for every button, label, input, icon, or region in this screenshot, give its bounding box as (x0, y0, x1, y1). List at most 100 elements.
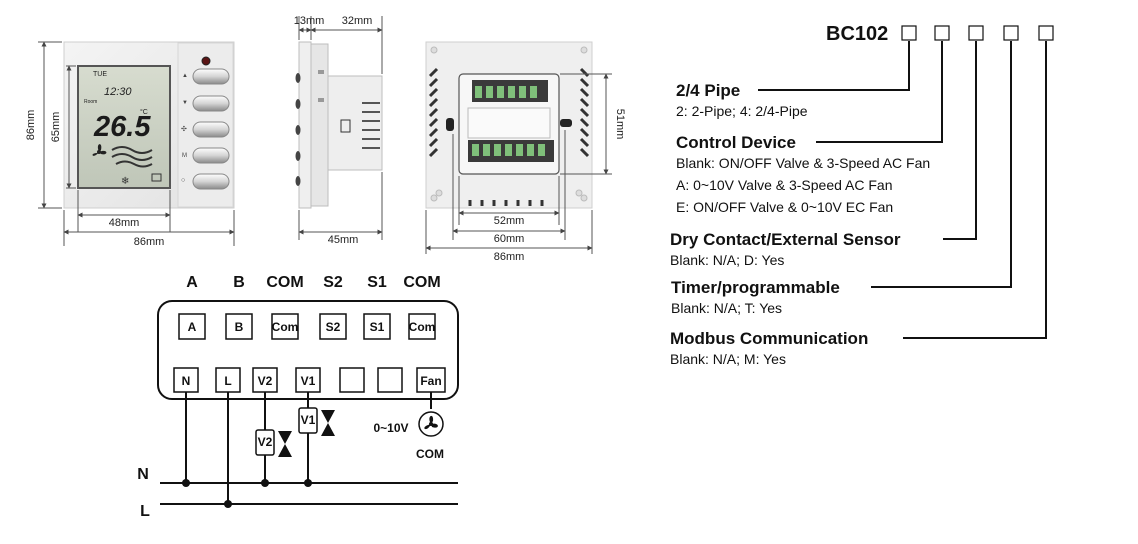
mounting-slot-left (446, 118, 454, 131)
leader-lines (758, 41, 1047, 339)
back-vents-left (428, 67, 439, 158)
model-code: BC102 (826, 23, 888, 45)
top-terminal-1: B (225, 313, 253, 340)
leader-line-2 (943, 41, 977, 240)
power-small-icon: ○ (181, 177, 185, 184)
valve-v2-label: V2 (258, 435, 273, 449)
leader-line-3 (871, 41, 1012, 288)
side-middle-plate (310, 43, 329, 207)
front-width-dim: 86mm (134, 236, 165, 248)
fan-speed-button[interactable]: ✣ (181, 121, 230, 138)
lcd-room-label: Room (84, 99, 97, 105)
lcd-day: TUE (93, 71, 107, 78)
option-desc-0-0: 2: 2-Pipe; 4: 2/4-Pipe (676, 103, 808, 119)
side-vents (362, 102, 380, 149)
lcd-temperature: 26.5 (93, 111, 151, 143)
airflow-waves-icon (111, 146, 153, 168)
bottom-terminal-1: L (215, 367, 241, 393)
mode-button[interactable]: M (182, 147, 230, 164)
front-height-dim: 86mm (25, 110, 37, 141)
option-0: 2/4 Pipe 2: 2-Pipe; 4: 2/4-Pipe (676, 81, 808, 119)
terminal-name-2: COM (266, 274, 303, 291)
option-desc-3-0: Blank: N/A; T: Yes (671, 300, 782, 316)
lcd-width-dim: 48mm (109, 217, 140, 229)
fan-motor-icon (424, 415, 438, 430)
side-width-dim: 45mm (328, 234, 359, 246)
code-slot-4 (1038, 25, 1054, 41)
ordering-info: BC102 2/4 Pipe 2: 2-Pipe; 4: 2/4-PipeCont… (670, 23, 1054, 367)
option-desc-4-0: Blank: N/A; M: Yes (670, 351, 786, 367)
front-buttons: ▲ ▼ ✣ M ○ (181, 68, 230, 190)
fan-motor: 0~10V COM (373, 411, 444, 461)
option-desc-1-2: E: ON/OFF Valve & 0~10V EC Fan (676, 199, 893, 215)
side-front-plate (298, 41, 312, 209)
power-button[interactable]: ○ (181, 173, 230, 190)
lcd-screen (77, 65, 171, 189)
back-outer-dim: 86mm (494, 251, 525, 263)
option-desc-1-1: A: 0~10V Valve & 3-Speed AC Fan (676, 177, 893, 193)
option-title-3: Timer/programmable (671, 278, 840, 297)
code-slot-0 (901, 25, 917, 41)
leader-line-4 (903, 41, 1047, 339)
option-title-2: Dry Contact/External Sensor (670, 230, 901, 249)
back-vertical-dim: 51mm (614, 109, 626, 140)
fan-small-icon: ✣ (181, 125, 187, 133)
bottom-terminal-3: V1 (295, 367, 321, 393)
code-slots (901, 25, 1054, 41)
bottom-terminals: N L V2 V1 Fan (173, 367, 446, 393)
back-vents-bottom (468, 200, 544, 206)
up-button[interactable]: ▲ (182, 68, 230, 85)
snowflake-icon: ❄ (121, 176, 129, 187)
bottom-terminal-label-2: V2 (258, 374, 273, 388)
terminal-name-0: A (186, 274, 198, 291)
back-view: 51mm 52mm 60mm 86mm (425, 41, 626, 263)
terminal-name-4: S1 (367, 274, 387, 291)
valve-v1: V1 (298, 407, 335, 436)
top-terminal-0: A (178, 313, 206, 340)
side-view: 13mm 32mm 45mm (294, 15, 383, 246)
top-terminal-2: Com (271, 313, 299, 340)
top-terminal-label-2: Com (272, 320, 299, 334)
valve-v1-icon (321, 410, 335, 436)
terminal-name-5: COM (403, 274, 440, 291)
bottom-terminal-label-0: N (182, 374, 191, 388)
top-terminal-label-4: S1 (370, 320, 385, 334)
code-slot-2 (968, 25, 984, 41)
back-vents-right (579, 67, 590, 158)
lcd-unit: °C (140, 108, 148, 116)
fan-com-label: COM (416, 447, 444, 461)
valve-v2: V2 (255, 429, 292, 457)
down-button[interactable]: ▼ (182, 95, 230, 112)
side-buttons (295, 73, 301, 186)
top-terminal-label-1: B (235, 320, 244, 334)
junction-dots (182, 479, 312, 508)
back-mid-dim: 60mm (494, 233, 525, 245)
bottom-terminal-label-3: V1 (301, 374, 316, 388)
terminal-block-top (472, 80, 548, 102)
bottom-terminal-label-6: Fan (420, 374, 441, 388)
valve-v1-label: V1 (301, 413, 316, 427)
terminal-name-1: B (233, 274, 245, 291)
down-arrow-icon: ▼ (182, 100, 188, 106)
side-front-depth-dim: 13mm (294, 15, 325, 27)
leader-line-1 (816, 41, 943, 143)
top-terminal-3: S2 (319, 313, 347, 340)
bottom-terminal-0: N (173, 367, 199, 393)
up-arrow-icon: ▲ (182, 73, 188, 79)
lcd-time: 12:30 (104, 86, 132, 98)
lcd-height-dim: 65mm (50, 112, 62, 143)
option-desc-2-0: Blank: N/A; D: Yes (670, 252, 784, 268)
option-title-0: 2/4 Pipe (676, 81, 740, 100)
mounting-slot-right (560, 119, 572, 127)
side-rear-depth-dim: 32mm (342, 15, 373, 27)
code-slot-1 (934, 25, 950, 41)
bottom-terminal-5 (377, 367, 403, 393)
top-terminal-label-3: S2 (326, 320, 341, 334)
live-line-label: L (140, 503, 150, 520)
